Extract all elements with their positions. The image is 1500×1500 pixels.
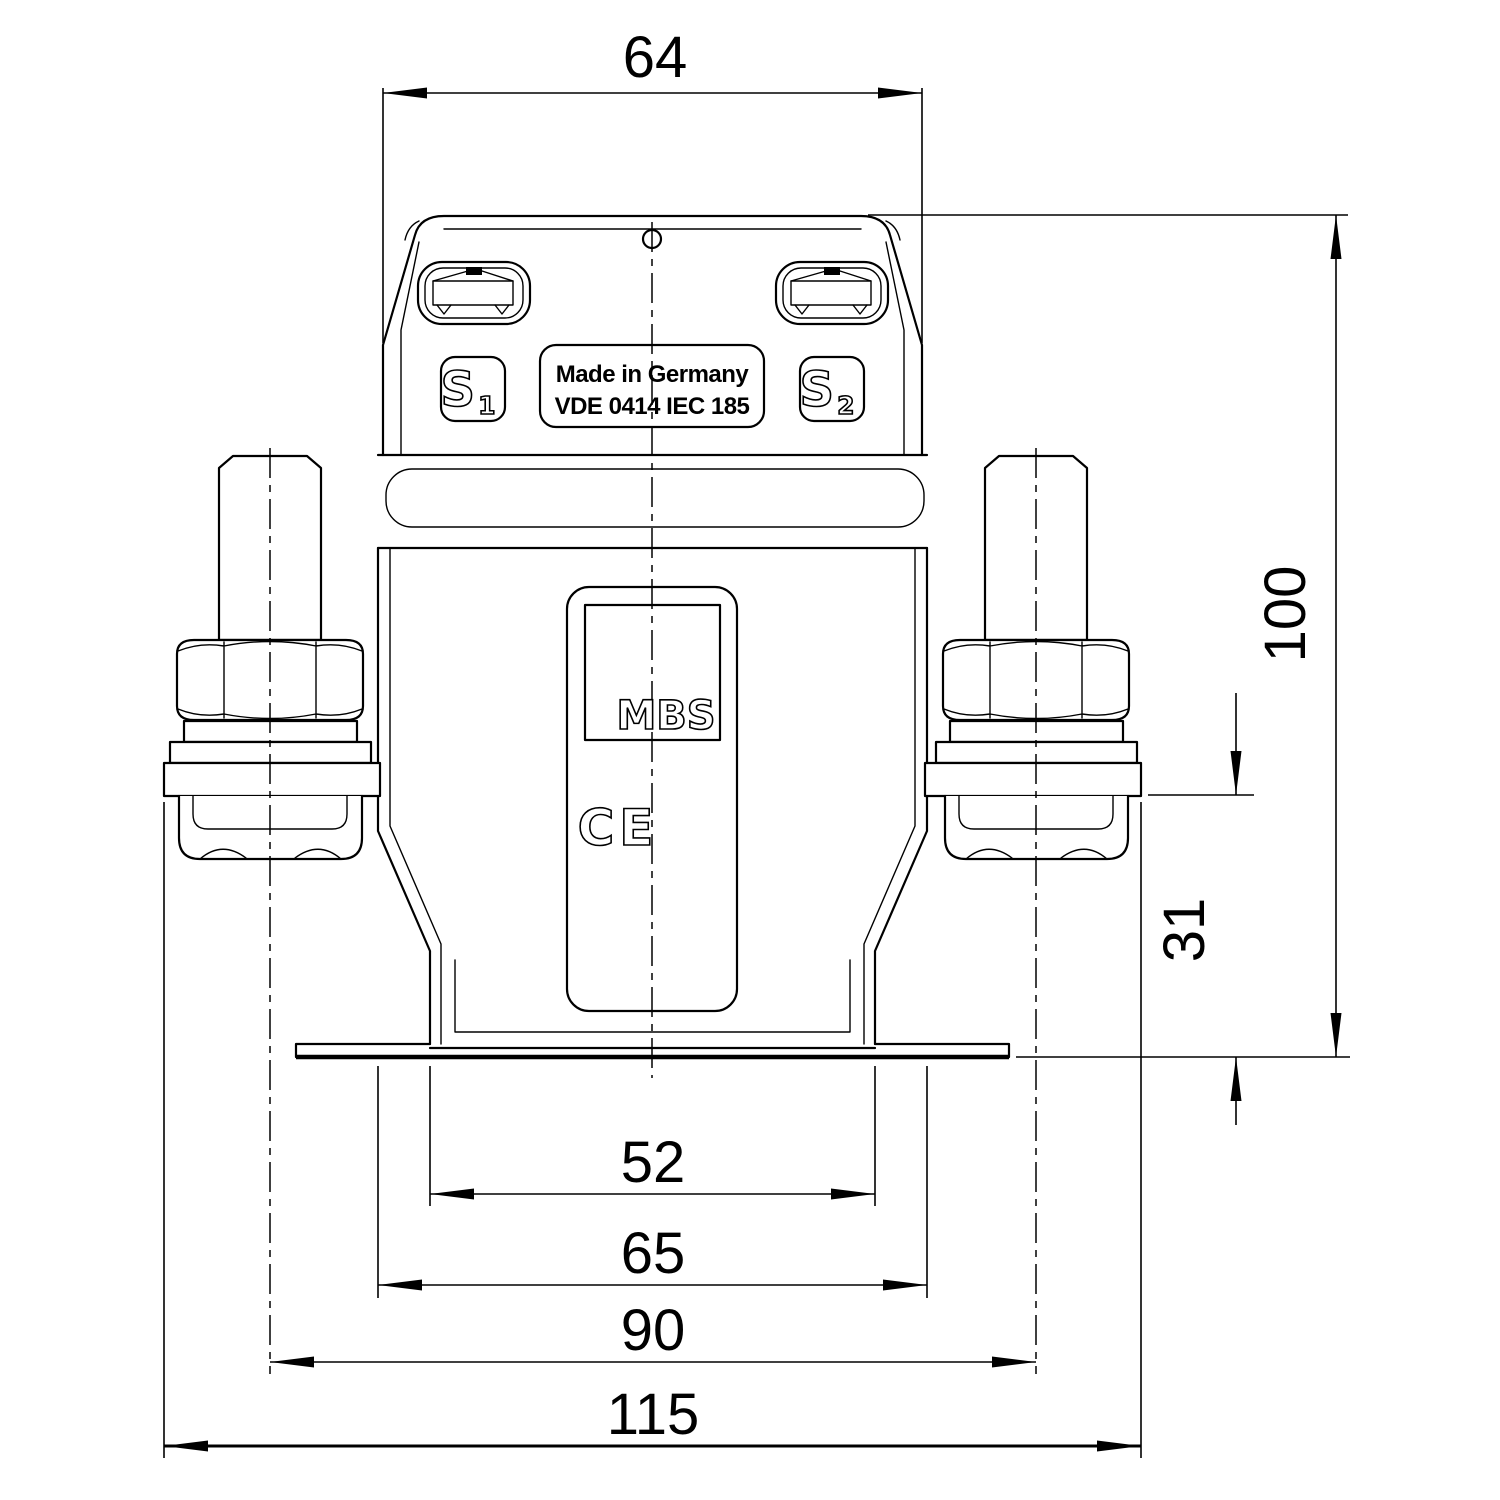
terminal-window-left-inner [424,267,524,319]
arrow-52-left [430,1188,474,1200]
arrow-64-left [383,87,427,99]
arrow-64-right [878,87,922,99]
clamp-scallops-right [965,848,1108,860]
terminal-badge-s2 [798,355,866,423]
arrow-100-bottom [1330,1013,1342,1057]
terminal-screw-left [432,280,514,306]
foot-left [294,1042,432,1059]
dimension-lines: 64 100 31 52 65 90 115 [163,25,1350,1458]
terminal-window-left [416,260,532,326]
terminal-tick-left [466,267,482,275]
arrow-65-right [883,1279,927,1291]
terminal-chevrons-right [794,304,868,315]
arrow-90-right [992,1356,1036,1368]
terminal-badge-s1 [439,355,507,423]
arrow-115-left [164,1440,208,1452]
lower-housing-inner-left [389,547,442,1045]
arrow-31-top [1230,751,1242,795]
lower-housing-left [376,546,432,1046]
dim-value-top-width: 64 [623,25,688,90]
lower-housing-right [873,546,929,1046]
ce-mark: CE [578,799,659,857]
clamp-scallops-left [199,848,342,860]
arrow-100-top [1330,215,1342,259]
arrow-52-right [831,1188,875,1200]
dim-value-foot-height: 31 [1152,898,1217,963]
corner-detail-left [404,220,420,241]
primary-terminal-right [923,454,1143,861]
corner-detail-right [885,220,901,241]
clamp-flange-left [162,761,382,798]
dim-value-overall-width: 115 [607,1382,699,1447]
terminal-window-right-outer [774,260,890,326]
terminal-screw-right [790,280,872,306]
arrow-115-right [1097,1440,1141,1452]
standard-text: VDE 0414 IEC 185 [555,393,750,420]
foot-right [873,1042,1011,1059]
dim-value-overall-height: 100 [1253,566,1318,663]
dim-value-body-width: 65 [621,1221,686,1286]
arrow-65-left [378,1279,422,1291]
terminal-funnel-left [432,270,514,282]
dim-value-bolt-spacing: 90 [621,1298,686,1363]
terminal-window-right [774,260,890,326]
upper-housing-inner-slant-left [400,241,420,456]
brand-logo-mbs: MBS [616,693,715,739]
terminal-tick-right [824,267,840,275]
upper-housing-inner-slant-right [885,241,905,456]
terminal-window-right-inner [782,267,882,319]
made-in-germany-text: Made in Germany [556,361,750,388]
lower-housing-inner-right [863,547,916,1045]
primary-terminal-left [162,454,382,861]
lower-housing-interior-bottom [454,959,851,1033]
upper-housing-outline [381,214,924,457]
clamp-flange-right [923,761,1143,798]
dim-value-bottom-inner-width: 52 [621,1130,686,1195]
terminal-window-left-outer [416,260,532,326]
terminal-chevrons-left [436,304,510,315]
arrow-90-left [270,1356,314,1368]
arrow-31-bottom [1230,1057,1242,1101]
band-slot [385,468,925,528]
terminal-funnel-right [790,270,872,282]
